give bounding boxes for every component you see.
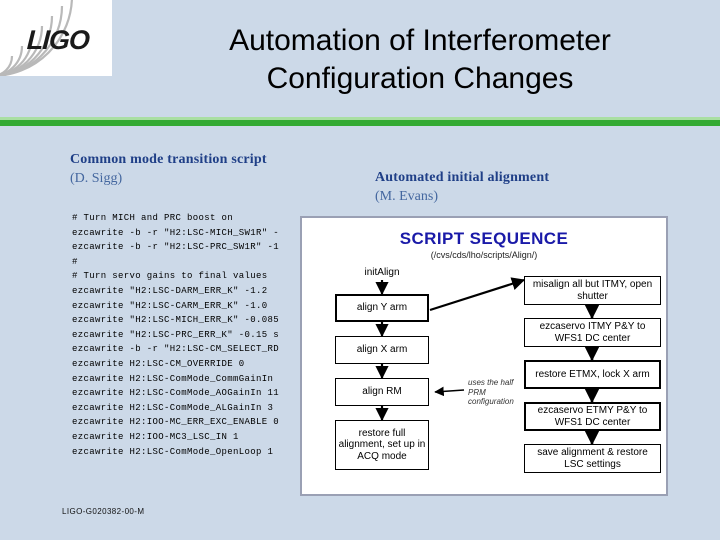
logo-wordmark: LIGO xyxy=(26,25,90,55)
slide-footer-id: LIGO-G020382-00-M xyxy=(62,507,145,516)
diagram-title: SCRIPT SEQUENCE xyxy=(399,229,569,248)
logo-arc-rings xyxy=(0,0,73,76)
slide-title-line2: Configuration Changes xyxy=(266,62,574,95)
ligo-logo: LIGO xyxy=(0,0,112,76)
right-section-header: Automated initial alignment (M. Evans) xyxy=(375,170,635,205)
diagram-node-align-y-arm: align Y arm xyxy=(335,294,429,322)
divider-highlight xyxy=(0,117,720,120)
diagram-node-restore-full-alignment: restore full alignment, set up in ACQ mo… xyxy=(335,420,429,470)
script-code-block: # Turn MICH and PRC boost on ezcawrite -… xyxy=(72,213,280,457)
script-sequence-diagram: SCRIPT SEQUENCE (/cvs/cds/lho/scripts/Al… xyxy=(300,216,668,496)
right-section-author: (M. Evans) xyxy=(375,189,438,204)
diagram-node-misalign-all-but-itmy: misalign all but ITMY, open shutter xyxy=(524,276,661,305)
diagram-node-align-rm: align RM xyxy=(335,378,429,406)
diagram-node-save-alignment: save alignment & restore LSC settings xyxy=(524,444,661,473)
diagram-subtitle: (/cvs/cds/lho/scripts/Align/) xyxy=(430,250,538,260)
diagram-node-align-x-arm: align X arm xyxy=(335,336,429,364)
left-section-header: Common mode transition script (D. Sigg) xyxy=(70,152,320,187)
right-section-heading: Automated initial alignment xyxy=(375,170,550,185)
diagram-entry-label: initAlign xyxy=(364,267,400,278)
diagram-node-restore-etmx: restore ETMX, lock X arm xyxy=(524,360,661,389)
diagram-node-ezcaservo-etmy: ezcaservo ETMY P&Y to WFS1 DC center xyxy=(524,402,661,431)
divider-green xyxy=(0,120,720,126)
diagram-annotation: uses the half PRM configuration xyxy=(468,378,514,406)
left-section-author: (D. Sigg) xyxy=(70,171,123,186)
slide-title-line1: Automation of Interferometer xyxy=(229,24,611,57)
diagram-node-ezcaservo-itmy: ezcaservo ITMY P&Y to WFS1 DC center xyxy=(524,318,661,347)
slide-title: Automation of Interferometer Configurati… xyxy=(140,22,700,98)
left-section-heading: Common mode transition script xyxy=(70,152,267,167)
